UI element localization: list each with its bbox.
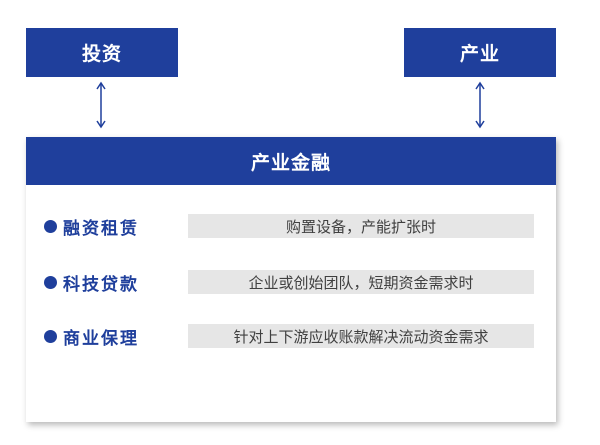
finance-row-factoring: 商业保理 针对上下游应收账款解决流动资金需求 [26, 322, 556, 350]
panel-header: 产业金融 [26, 137, 556, 185]
row-description: 购置设备，产能扩张时 [188, 214, 534, 238]
finance-row-tech-loan: 科技贷款 企业或创始团队，短期资金需求时 [26, 268, 556, 296]
row-label-container: 科技贷款 [44, 268, 139, 296]
double-arrow-icon [96, 81, 106, 129]
row-label: 融资租赁 [63, 218, 139, 239]
bullet-dot-icon [44, 275, 57, 289]
bullet-dot-icon [44, 329, 57, 343]
industry-label: 产业 [459, 43, 500, 65]
row-label: 商业保理 [63, 328, 139, 349]
row-label-container: 商业保理 [44, 322, 139, 350]
bullet-dot-icon [44, 219, 57, 233]
row-description: 针对上下游应收账款解决流动资金需求 [188, 324, 534, 348]
double-arrow-icon [475, 81, 485, 129]
row-description: 企业或创始团队，短期资金需求时 [188, 270, 534, 294]
panel-title: 产业金融 [250, 151, 331, 174]
investment-label: 投资 [81, 43, 122, 65]
industry-box: 产业 [404, 28, 556, 77]
industry-finance-panel: 产业金融 融资租赁 购置设备，产能扩张时 科技贷款 企业或创始团队，短期资金需求… [26, 137, 556, 422]
investment-box: 投资 [26, 28, 178, 77]
row-label-container: 融资租赁 [44, 212, 139, 240]
finance-row-leasing: 融资租赁 购置设备，产能扩张时 [26, 212, 556, 240]
row-label: 科技贷款 [63, 274, 139, 295]
